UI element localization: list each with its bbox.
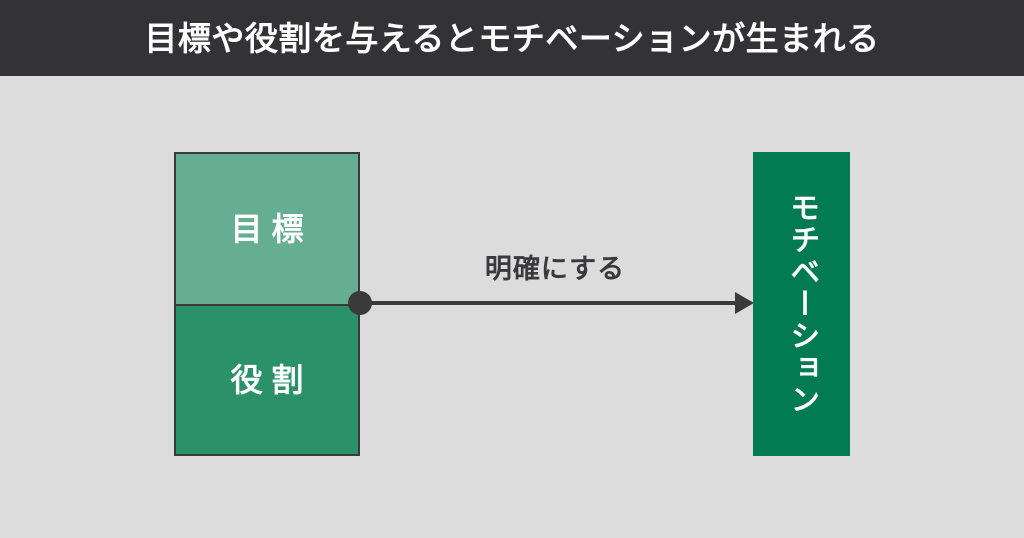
source-stack: 目標 役割 xyxy=(174,152,360,456)
arrow-label: 明確にする xyxy=(484,254,626,285)
page-title: 目標や役割を与えるとモチベーションが生まれる xyxy=(144,18,880,58)
arrow-head-icon xyxy=(735,292,754,314)
source-box-role-label: 役割 xyxy=(230,361,313,399)
source-box-goal[interactable]: 目標 xyxy=(176,154,358,304)
arrow-line-icon xyxy=(360,301,743,305)
target-box-motivation[interactable]: モチベーション xyxy=(753,152,850,456)
header-bar: 目標や役割を与えるとモチベーションが生まれる xyxy=(0,0,1024,76)
source-box-role[interactable]: 役割 xyxy=(176,304,358,454)
source-box-goal-label: 目標 xyxy=(230,210,313,248)
diagram-canvas: 目標 役割 明確にする モチベーション xyxy=(0,76,1024,538)
target-box-motivation-label: モチベーション xyxy=(784,192,820,416)
